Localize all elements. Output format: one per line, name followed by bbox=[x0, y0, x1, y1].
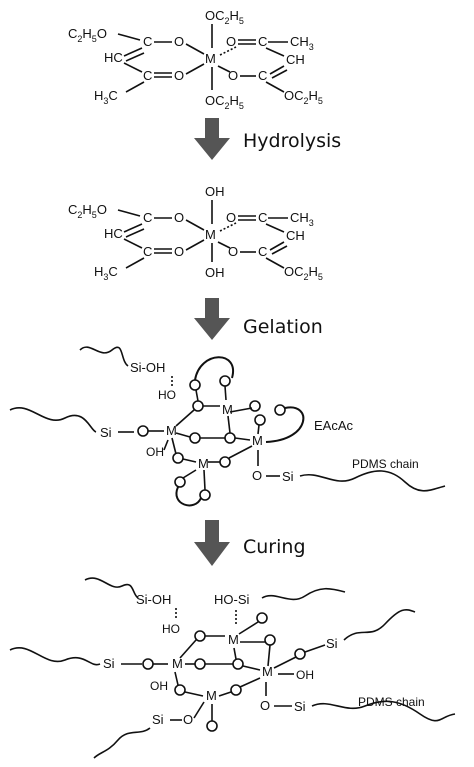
metal-node-4a: M bbox=[172, 656, 183, 671]
ho-4: HO bbox=[162, 622, 180, 636]
chelate-loop-bottom bbox=[175, 486, 202, 507]
axial-bottom-oc2h5: OC2H5 bbox=[205, 93, 244, 111]
chelate-loop-top bbox=[194, 356, 235, 381]
si-right-4: Si bbox=[294, 699, 306, 714]
hydrolyzed-structure: OH M OH C2H5O C O HC C O H3C O C CH3 CH … bbox=[68, 184, 323, 282]
ho-top: HO bbox=[158, 388, 176, 402]
pdms-chain-bottom-4 bbox=[93, 727, 151, 759]
si-oh-top: Si-OH bbox=[130, 360, 165, 375]
oxygen-right-top-2: O bbox=[226, 210, 236, 225]
o-node bbox=[137, 425, 149, 437]
arrow-head-3 bbox=[194, 542, 230, 566]
pdms-chain-top-right-4 bbox=[261, 587, 346, 601]
metal-node-c: M bbox=[252, 433, 263, 448]
ethoxy-right-2: OC2H5 bbox=[284, 264, 323, 282]
axial-bottom-oh: OH bbox=[205, 265, 225, 280]
ho-si-top-4: HO-Si bbox=[214, 592, 250, 607]
pdms-chain-left bbox=[9, 407, 97, 433]
si-left: Si bbox=[100, 425, 112, 440]
carbon-left-bottom-2: C bbox=[143, 244, 152, 259]
precursor-structure: OC2H5 M OC2H5 C2H5O C O HC C O H3C O C C… bbox=[68, 8, 323, 111]
cured-network: Si-OH HO-Si HO Si M M M M Si bbox=[9, 577, 456, 759]
si-right-top-4: Si bbox=[326, 636, 338, 651]
curing-step: Curing bbox=[194, 520, 306, 566]
oxygen-right-bottom-2: O bbox=[228, 244, 238, 259]
axial-top-oh: OH bbox=[205, 184, 225, 199]
oh-right-4: OH bbox=[296, 668, 314, 682]
step-label-gelation: Gelation bbox=[243, 316, 323, 338]
oh-left-4: OH bbox=[150, 679, 168, 693]
oxygen-left-bottom-2: O bbox=[174, 244, 184, 259]
hydrolysis-step: Hydrolysis bbox=[194, 118, 341, 160]
oxygen-left-bottom: O bbox=[174, 68, 184, 83]
metal-center-2: M bbox=[205, 227, 216, 242]
hc-left: HC bbox=[104, 50, 123, 65]
arrow-head-1 bbox=[194, 138, 230, 160]
step-label-hydrolysis: Hydrolysis bbox=[243, 130, 341, 152]
si-oh-top-4: Si-OH bbox=[136, 592, 171, 607]
arrow-head-2 bbox=[194, 318, 230, 340]
metal-center-1: M bbox=[205, 51, 216, 66]
step-label-curing: Curing bbox=[243, 536, 306, 558]
pdms-chain-top-left-4 bbox=[84, 577, 139, 599]
pdms-chain-right-top-4 bbox=[343, 609, 416, 641]
oxygen-left-top-2: O bbox=[174, 210, 184, 225]
metal-node-4b: M bbox=[228, 632, 239, 647]
ch-right-2: CH bbox=[286, 228, 305, 243]
carbon-right-top-2: C bbox=[258, 210, 267, 225]
oxygen-right-top: O bbox=[226, 34, 236, 49]
oh-left: OH bbox=[146, 445, 164, 459]
axial-top-oc2h5: OC2H5 bbox=[205, 8, 244, 26]
si-right: Si bbox=[282, 469, 294, 484]
ethoxy-left: C2H5O bbox=[68, 26, 107, 44]
carbon-right-bottom-2: C bbox=[258, 244, 267, 259]
o-bottom-right: O bbox=[252, 468, 262, 483]
arrow-shaft-1 bbox=[205, 118, 219, 140]
carbon-right-bottom: C bbox=[258, 68, 267, 83]
eacac-label: EAcAc bbox=[314, 418, 354, 433]
pdms-chain-label: PDMS chain bbox=[352, 457, 419, 471]
pdms-chain-right bbox=[299, 470, 446, 492]
metal-node-4c: M bbox=[262, 664, 273, 679]
methyl-left: H3C bbox=[94, 88, 118, 106]
o-bottom-right-4: O bbox=[260, 698, 270, 713]
pdms-chain-right-4 bbox=[311, 700, 456, 722]
methyl-right-2: CH3 bbox=[290, 210, 314, 228]
carbon-left-top: C bbox=[143, 34, 152, 49]
metal-node-a: M bbox=[166, 423, 177, 438]
methyl-left-2: H3C bbox=[94, 264, 118, 282]
arrow-shaft-2 bbox=[205, 298, 219, 320]
chelate-loop-right bbox=[265, 406, 305, 443]
o-bottom-4: O bbox=[183, 712, 193, 727]
methyl-right: CH3 bbox=[290, 34, 314, 52]
pdms-chain-label-4: PDMS chain bbox=[358, 695, 425, 709]
pdms-chain-left-4 bbox=[9, 647, 101, 666]
hc-left-2: HC bbox=[104, 226, 123, 241]
gelation-step: Gelation bbox=[194, 298, 323, 340]
metal-node-d: M bbox=[198, 456, 209, 471]
si-left-4: Si bbox=[103, 656, 115, 671]
carbon-left-top-2: C bbox=[143, 210, 152, 225]
metal-node-4d: M bbox=[206, 688, 217, 703]
metal-node-b: M bbox=[222, 402, 233, 417]
si-bottom-4: Si bbox=[152, 712, 164, 727]
carbon-right-top: C bbox=[258, 34, 267, 49]
ethoxy-left-2: C2H5O bbox=[68, 202, 107, 220]
pdms-chain-top-left bbox=[79, 346, 129, 367]
oxygen-left-top: O bbox=[174, 34, 184, 49]
carbon-left-bottom: C bbox=[143, 68, 152, 83]
oxygen-right-bottom: O bbox=[228, 68, 238, 83]
ch-right: CH bbox=[286, 52, 305, 67]
gel-network: Si-OH HO Si M M M M bbox=[9, 346, 446, 507]
arrow-shaft-3 bbox=[205, 520, 219, 544]
ethoxy-right: OC2H5 bbox=[284, 88, 323, 106]
